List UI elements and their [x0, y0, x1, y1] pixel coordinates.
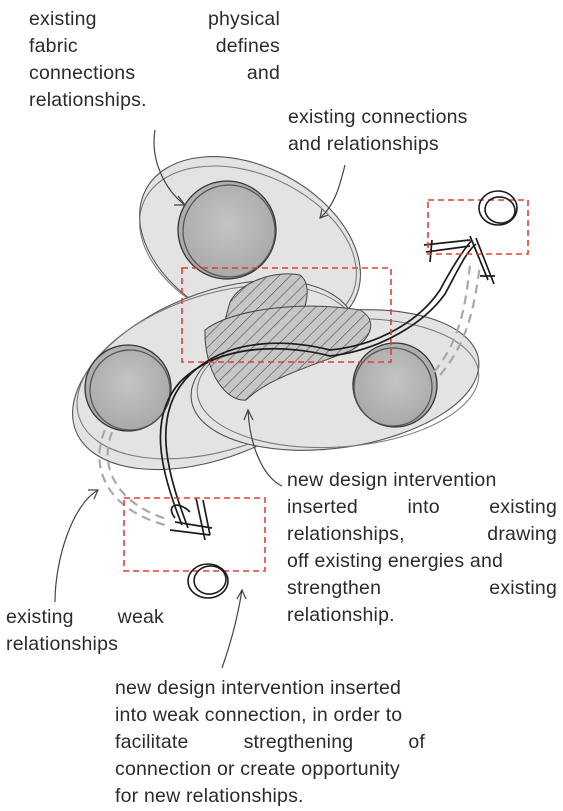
label-intervention-line: off existing energies and: [287, 550, 504, 572]
weak-connection-lines: [98, 264, 482, 527]
weak-line-right: [439, 264, 482, 376]
arrow-intervention: [247, 409, 283, 487]
arrow-connections: [319, 164, 346, 219]
upper-right-intervention-box: [427, 199, 529, 255]
label-weak-intervention-line: for new relationships.: [115, 785, 304, 807]
label-weak-intervention-line: connection or create opportunity: [115, 758, 400, 780]
hatched-overlap-lower: [204, 305, 372, 401]
arrow-fabric: [153, 129, 186, 206]
node-upper: [177, 180, 277, 280]
label-weak-intervention: new design intervention inserted into we…: [115, 675, 425, 810]
intervention-boxes: [123, 199, 529, 572]
new-node-upper-right: [478, 190, 518, 226]
node-left: [84, 344, 172, 432]
hatched-overlaps: [204, 273, 372, 401]
weak-line-left: [98, 429, 166, 527]
new-node-lower: [187, 563, 229, 599]
arrow-weak-intervention: [221, 589, 243, 669]
label-connections: existing connections and relationships: [288, 104, 468, 158]
node-right: [352, 342, 438, 428]
arrow-weak: [54, 489, 99, 603]
label-intervention-line: relationships,drawing: [287, 523, 557, 545]
label-weak-line: relationships: [6, 633, 119, 655]
fabric-nodes: [84, 180, 438, 432]
central-intervention-box: [181, 267, 392, 363]
label-intervention-line: new design intervention: [287, 469, 497, 491]
label-connections-line: existing connections: [288, 106, 468, 128]
label-weak-intervention-line: new design intervention inserted: [115, 677, 402, 699]
label-fabric-line: relationships.: [29, 89, 147, 111]
label-connections-line: and relationships: [288, 133, 439, 155]
label-weak-intervention-line: into weak connection, in order to: [115, 704, 403, 726]
intervention-line: [159, 235, 495, 541]
new-nodes: [187, 190, 518, 599]
lower-left-intervention-box: [123, 497, 266, 572]
label-intervention-line: relationship.: [287, 604, 395, 626]
leader-arrows: [54, 129, 346, 669]
